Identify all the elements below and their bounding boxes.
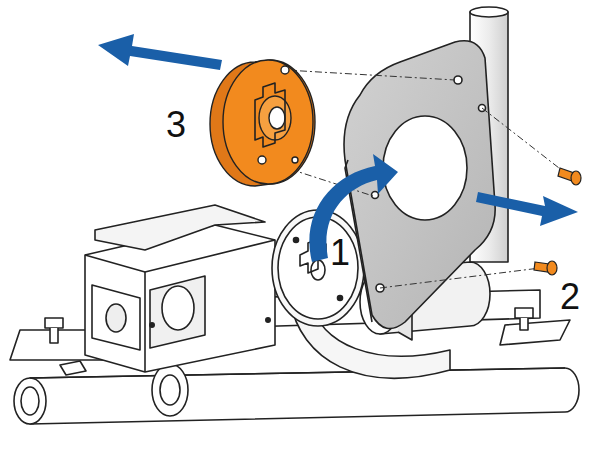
- callout-number: 3: [166, 107, 186, 143]
- callout-number: 2: [560, 279, 580, 315]
- callout-number: 1: [330, 235, 350, 271]
